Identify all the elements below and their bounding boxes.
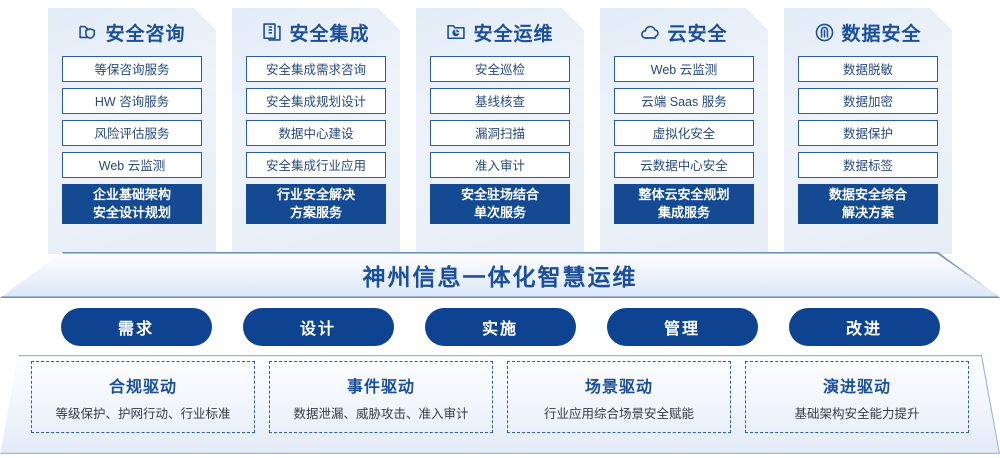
pillar-summary-line: 方案服务 (289, 205, 342, 220)
pillar-header: 数据安全 (798, 8, 938, 56)
driver-panel-background (0, 355, 1000, 454)
lifecycle-stages: 需求 设计 实施 管理 改进 (0, 308, 1000, 346)
capability-pillars: 安全咨询 等保咨询服务 HW 咨询服务 风险评估服务 Web 云监测 企业基础架… (0, 8, 1000, 254)
pillar-item[interactable]: 云端 Saas 服务 (614, 88, 754, 114)
pillar-data-security[interactable]: 数据安全 数据脱敏 数据加密 数据保护 数据标签 数据安全综合 解决方案 (784, 8, 952, 254)
driver-title: 事件驱动 (346, 378, 415, 396)
pillar-item[interactable]: 数据中心建设 (246, 120, 386, 146)
pillar-summary-line: 企业基础架构 (92, 187, 171, 202)
driver-description: 数据泄漏、威胁攻击、准入审计 (293, 406, 469, 421)
pillar-item[interactable]: 数据保护 (798, 120, 938, 146)
stage-pill-implementation[interactable]: 实施 (424, 308, 576, 346)
pillar-title: 云安全 (667, 23, 728, 45)
pillar-item[interactable]: 安全集成规划设计 (246, 88, 386, 114)
documents-stack-icon (262, 22, 282, 42)
pillar-item[interactable]: Web 云监测 (62, 152, 202, 178)
pillar-title: 安全运维 (473, 23, 554, 45)
driver-list: 合规驱动 等级保护、护网行动、行业标准 事件驱动 数据泄漏、威胁攻击、准入审计 … (0, 361, 1000, 443)
pillar-header: 安全运维 (430, 8, 570, 56)
driver-title: 场景驱动 (584, 378, 653, 396)
pillar-item-list: 安全集成需求咨询 安全集成规划设计 数据中心建设 安全集成行业应用 (246, 56, 386, 178)
driver-compliance[interactable]: 合规驱动 等级保护、护网行动、行业标准 (31, 361, 255, 433)
stage-pill-management[interactable]: 管理 (606, 308, 758, 346)
pillar-title: 安全集成 (289, 23, 370, 45)
pillar-security-operations[interactable]: 安全运维 安全巡检 基线核查 漏洞扫描 准入审计 安全驻场结合 单次服务 (416, 8, 584, 254)
pillar-summary-line: 单次服务 (473, 205, 526, 220)
pillar-header: 安全集成 (246, 8, 386, 56)
platform-banner: 神州信息一体化智慧运维 (0, 252, 1000, 298)
pillar-item[interactable]: 漏洞扫描 (430, 120, 570, 146)
banner-background (0, 252, 1000, 298)
pillar-summary-line: 行业安全解决 (276, 187, 355, 202)
driver-scenario[interactable]: 场景驱动 行业应用综合场景安全赋能 (507, 361, 731, 433)
pillar-item[interactable]: 等保咨询服务 (62, 56, 202, 82)
driver-description: 等级保护、护网行动、行业标准 (55, 406, 231, 421)
pillar-item[interactable]: 数据标签 (798, 152, 938, 178)
pillar-summary[interactable]: 整体云安全规划 集成服务 (614, 184, 754, 224)
pillar-item[interactable]: 安全集成需求咨询 (246, 56, 386, 82)
pillar-summary-line: 安全设计规划 (92, 205, 171, 220)
cloud-icon (640, 22, 660, 42)
pillar-item-list: 安全巡检 基线核查 漏洞扫描 准入审计 (430, 56, 570, 178)
driver-title: 合规驱动 (108, 378, 177, 396)
pillar-summary[interactable]: 安全驻场结合 单次服务 (430, 184, 570, 224)
pillar-item-list: Web 云监测 云端 Saas 服务 虚拟化安全 云数据中心安全 (614, 56, 754, 178)
pillar-item[interactable]: Web 云监测 (614, 56, 754, 82)
stage-pill-improvement[interactable]: 改进 (788, 308, 940, 346)
driver-evolution[interactable]: 演进驱动 基础架构安全能力提升 (745, 361, 969, 433)
pillar-item[interactable]: 数据加密 (798, 88, 938, 114)
pillar-summary-line: 数据安全综合 (828, 187, 907, 202)
stage-pill-requirement[interactable]: 需求 (60, 308, 212, 346)
pillar-title: 安全咨询 (105, 23, 186, 45)
driver-description: 基础架构安全能力提升 (794, 406, 920, 421)
pillar-item-list: 数据脱敏 数据加密 数据保护 数据标签 (798, 56, 938, 178)
pillar-item[interactable]: 基线核查 (430, 88, 570, 114)
pillar-item[interactable]: 数据脱敏 (798, 56, 938, 82)
folder-chart-icon (446, 22, 466, 42)
stage-pill-design[interactable]: 设计 (242, 308, 394, 346)
pillar-summary-line: 集成服务 (657, 205, 710, 220)
fingerprint-icon (814, 22, 834, 42)
pillar-summary[interactable]: 行业安全解决 方案服务 (246, 184, 386, 224)
pillar-item[interactable]: 安全集成行业应用 (246, 152, 386, 178)
pillar-summary[interactable]: 企业基础架构 安全设计规划 (62, 184, 202, 224)
banner-title: 神州信息一体化智慧运维 (362, 264, 638, 290)
driver-panel: 合规驱动 等级保护、护网行动、行业标准 事件驱动 数据泄漏、威胁攻击、准入审计 … (0, 355, 1000, 454)
pillar-item[interactable]: HW 咨询服务 (62, 88, 202, 114)
pillar-item[interactable]: 风险评估服务 (62, 120, 202, 146)
driver-description: 行业应用综合场景安全赋能 (543, 406, 694, 421)
pillar-item[interactable]: 云数据中心安全 (614, 152, 754, 178)
pillar-summary-line: 整体云安全规划 (638, 187, 730, 202)
pillar-header: 安全咨询 (62, 8, 202, 56)
pillar-title: 数据安全 (841, 23, 922, 45)
pillar-item-list: 等保咨询服务 HW 咨询服务 风险评估服务 Web 云监测 (62, 56, 202, 178)
pillar-item[interactable]: 虚拟化安全 (614, 120, 754, 146)
pillar-security-consulting[interactable]: 安全咨询 等保咨询服务 HW 咨询服务 风险评估服务 Web 云监测 企业基础架… (48, 8, 216, 254)
pillar-security-integration[interactable]: 安全集成 安全集成需求咨询 安全集成规划设计 数据中心建设 安全集成行业应用 行… (232, 8, 400, 254)
pillar-summary-line: 安全驻场结合 (460, 187, 539, 202)
driver-incident[interactable]: 事件驱动 数据泄漏、威胁攻击、准入审计 (269, 361, 493, 433)
driver-title: 演进驱动 (822, 378, 891, 396)
pillar-cloud-security[interactable]: 云安全 Web 云监测 云端 Saas 服务 虚拟化安全 云数据中心安全 整体云… (600, 8, 768, 254)
pillar-summary-line: 解决方案 (841, 205, 894, 220)
pillar-item[interactable]: 安全巡检 (430, 56, 570, 82)
pillar-summary[interactable]: 数据安全综合 解决方案 (798, 184, 938, 224)
pillar-header: 云安全 (614, 8, 754, 56)
pillar-item[interactable]: 准入审计 (430, 152, 570, 178)
folder-shield-icon (78, 22, 98, 42)
